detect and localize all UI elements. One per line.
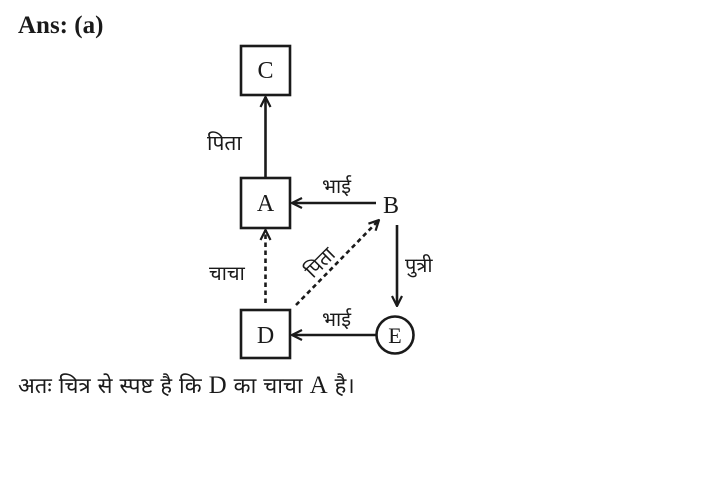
label-father-d-b: पिता xyxy=(300,242,341,283)
arrow-d-to-b-dashed xyxy=(295,220,379,306)
node-c-box xyxy=(239,44,292,97)
label-daughter-b-e: पुत्री xyxy=(405,253,433,278)
node-b-label: B xyxy=(383,193,399,219)
conclusion-part-3: है। xyxy=(327,374,355,399)
node-d-label: D xyxy=(257,323,274,349)
label-brother-b-a: भाई xyxy=(322,174,352,198)
conclusion-part-2: का चाचा xyxy=(226,374,310,399)
family-relation-diagram: C A B D E पिता भाई पुत्री चाचा पिता भाई xyxy=(207,44,433,360)
conclusion-subject: D xyxy=(208,372,227,399)
label-father-a-c: पिता xyxy=(207,131,242,155)
answer-heading: Ans: (a) xyxy=(18,12,104,39)
conclusion-object: A xyxy=(309,372,328,399)
node-a-label: A xyxy=(257,191,275,217)
node-c-label: C xyxy=(257,58,273,84)
conclusion-text: अतः चित्र से स्पष्ट है कि D का चाचा A है… xyxy=(18,370,355,400)
label-brother-e-d: भाई xyxy=(322,307,352,331)
node-e-circle xyxy=(375,315,415,355)
label-uncle-d-a: चाचा xyxy=(209,261,246,285)
node-e-label: E xyxy=(388,323,401,348)
conclusion-part-1: अतः चित्र से स्पष्ट है कि xyxy=(18,374,209,399)
node-d-box xyxy=(239,308,292,360)
